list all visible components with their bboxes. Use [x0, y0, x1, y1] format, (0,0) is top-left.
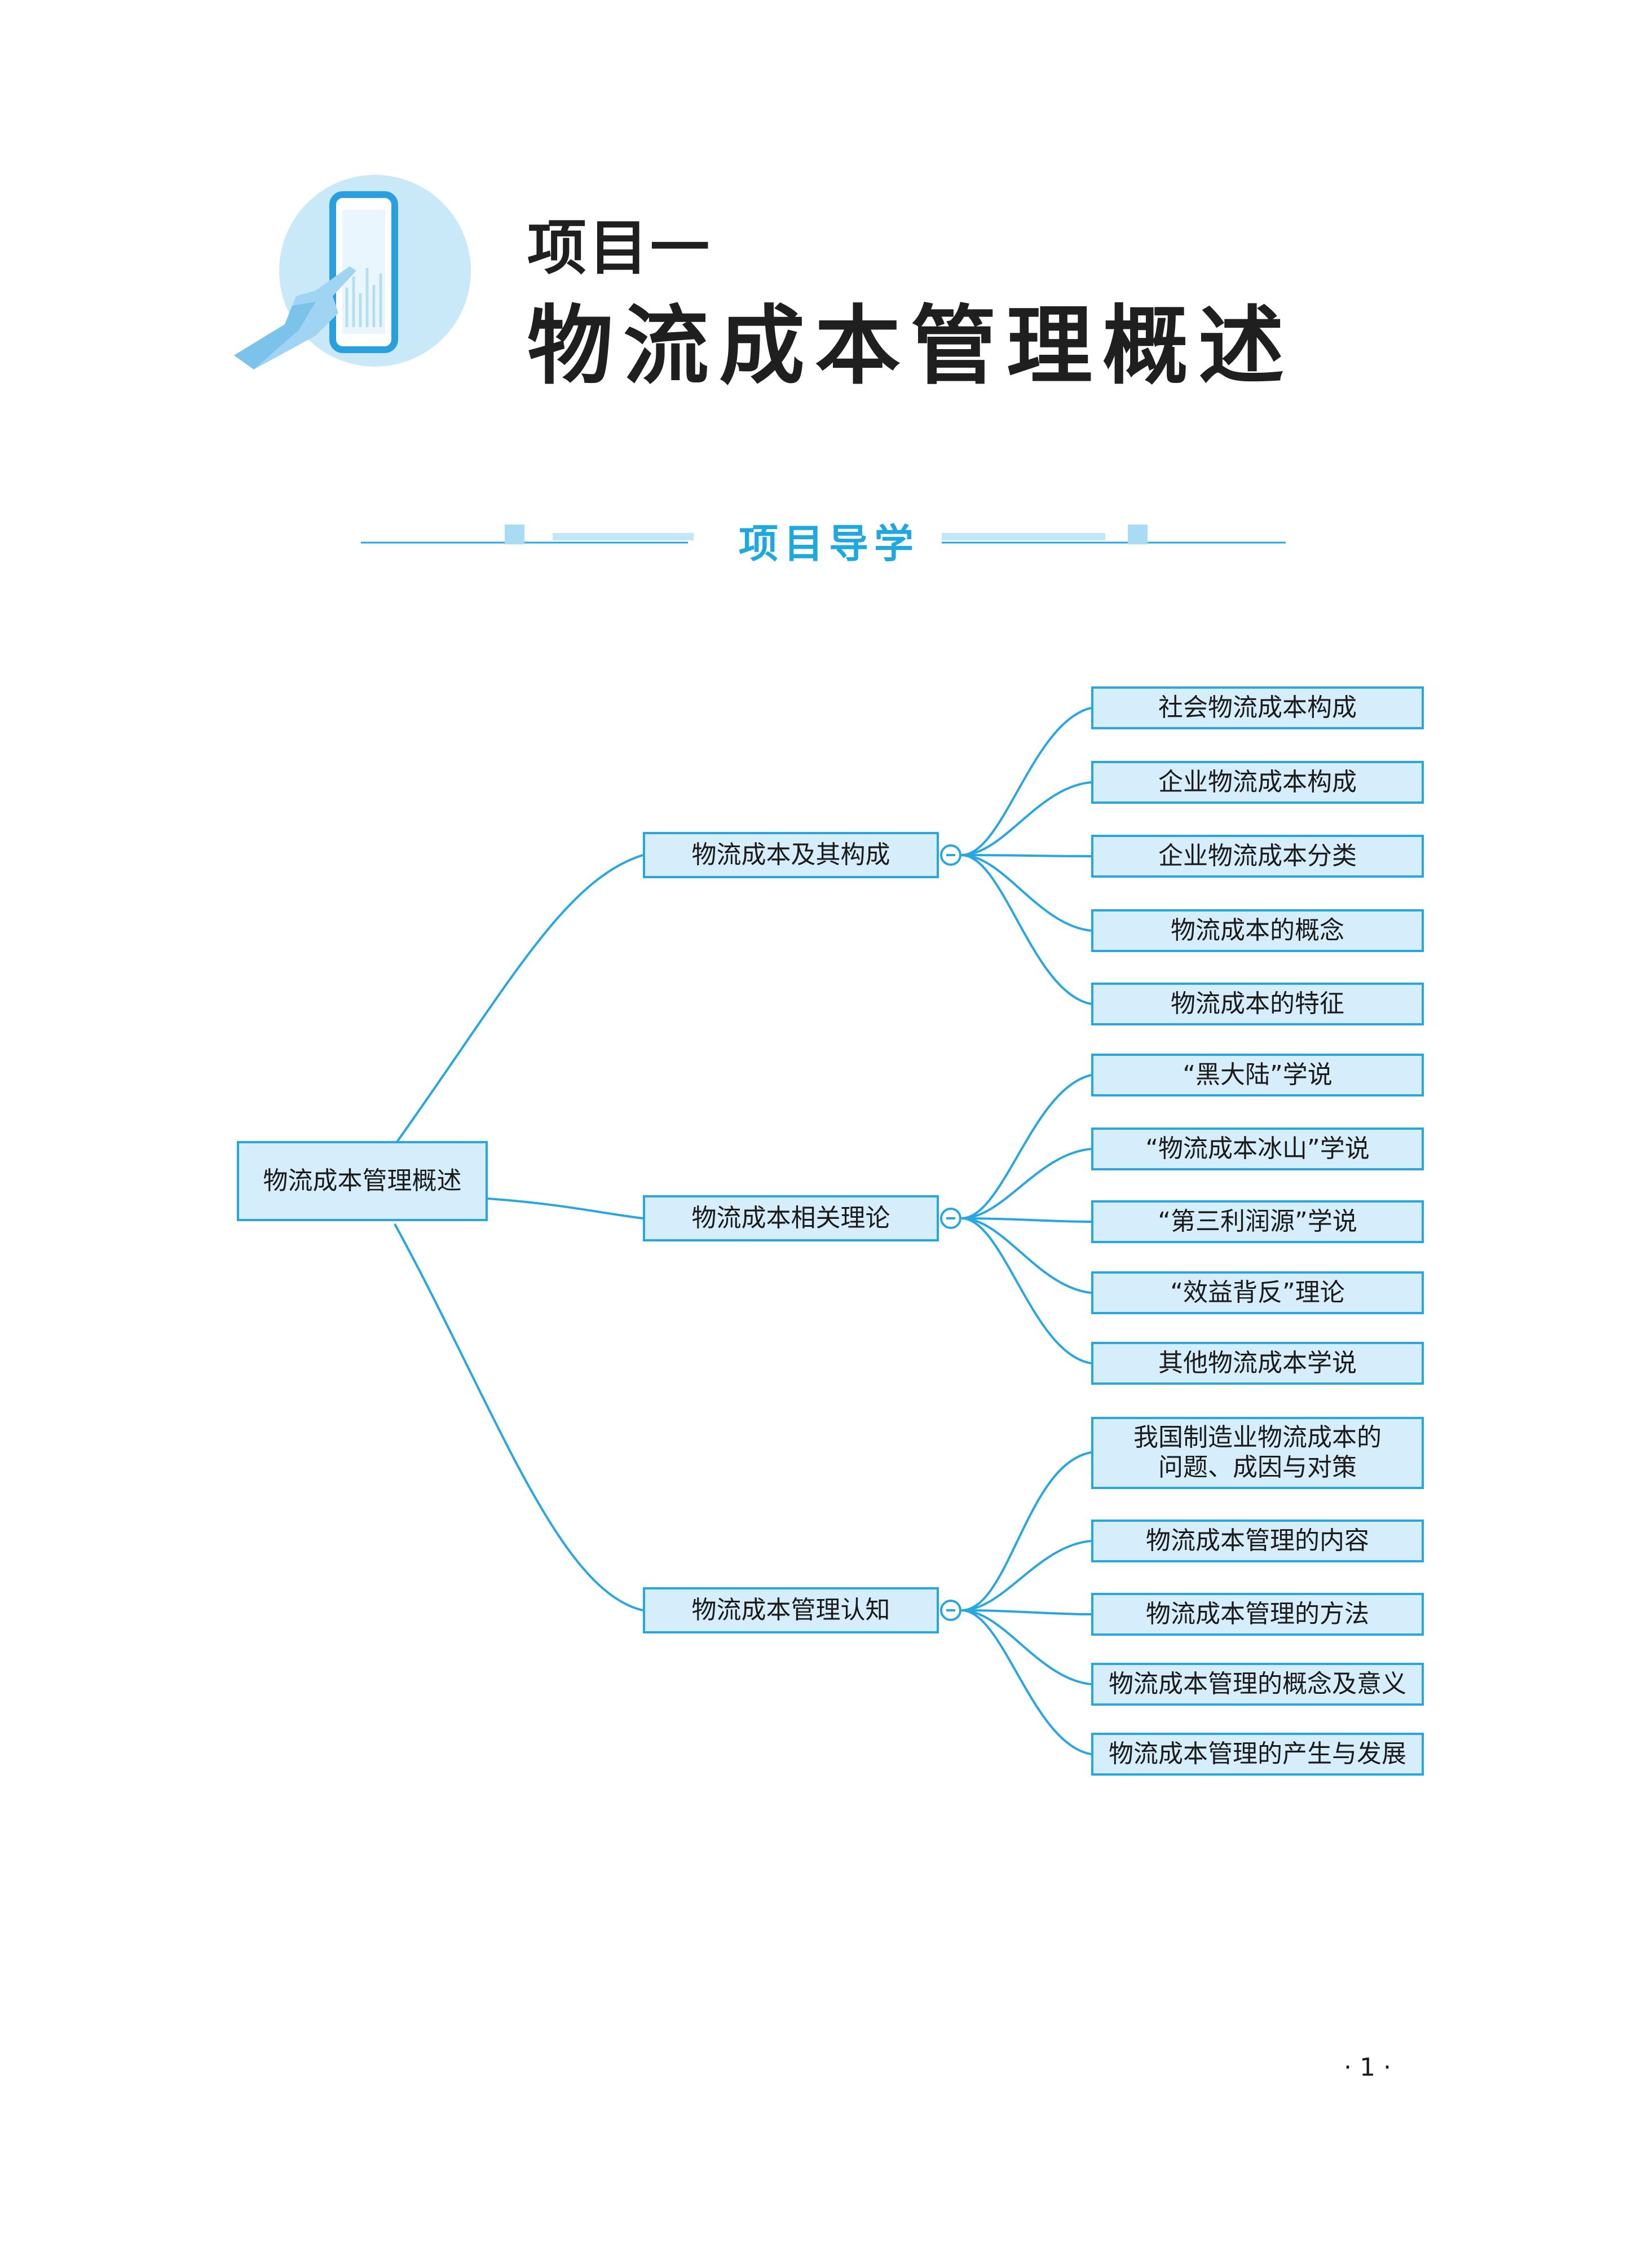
hand-tapping-phone-icon [234, 175, 471, 369]
mindmap-branch-node: 物流成本相关理论 [643, 1195, 939, 1241]
collapse-toggle-icon[interactable] [940, 1208, 961, 1229]
mindmap-leaf-node: “第三利润源”学说 [1091, 1200, 1424, 1243]
mindmap-leaf-node: 企业物流成本分类 [1091, 835, 1424, 878]
page-number: · 1 · [1344, 2053, 1391, 2082]
mindmap-leaf-node: 物流成本管理的产生与发展 [1091, 1733, 1424, 1776]
project-number-label: 项目一 [527, 214, 712, 283]
collapse-toggle-icon[interactable] [940, 844, 961, 866]
mindmap-leaf-node: 物流成本的特征 [1091, 983, 1424, 1025]
mindmap-leaf-node: 物流成本管理的概念及意义 [1091, 1663, 1424, 1706]
section-banner-decoration [361, 525, 1286, 544]
mindmap-branch-node: 物流成本管理认知 [643, 1587, 939, 1633]
mindmap-leaf-node: 物流成本管理的内容 [1091, 1520, 1424, 1562]
section-title: 项目导学 [739, 521, 919, 567]
mindmap-leaf-node: 社会物流成本构成 [1091, 686, 1424, 729]
mindmap-leaf-node: “黑大陆”学说 [1091, 1054, 1424, 1096]
mindmap-leaf-node: 我国制造业物流成本的 问题、成因与对策 [1091, 1417, 1424, 1489]
mindmap-leaf-node: “物流成本冰山”学说 [1091, 1128, 1424, 1170]
mindmap-leaf-node: 其他物流成本学说 [1091, 1342, 1424, 1385]
mindmap-leaf-node: 物流成本管理的方法 [1091, 1593, 1424, 1636]
mindmap-root-node: 物流成本管理概述 [237, 1141, 488, 1221]
mindmap-leaf-node: 企业物流成本构成 [1091, 761, 1424, 804]
mindmap-leaf-node: 物流成本的概念 [1091, 909, 1424, 952]
mindmap-branch-node: 物流成本及其构成 [643, 832, 939, 878]
page-title: 物流成本管理概述 [527, 296, 1294, 396]
mindmap-leaf-node: “效益背反”理论 [1091, 1271, 1424, 1314]
collapse-toggle-icon[interactable] [940, 1600, 961, 1621]
